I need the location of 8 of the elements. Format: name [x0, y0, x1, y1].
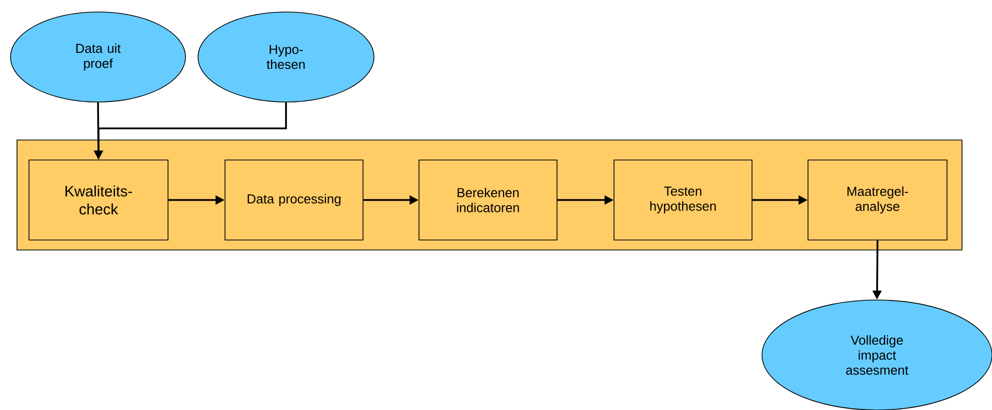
- process-box: Kwaliteits- check: [28, 160, 168, 240]
- process-box: Maatregel- analyse: [808, 160, 948, 240]
- ellipse-node: Volledige impact assesment: [762, 300, 992, 410]
- ellipse-node: Hypo- thesen: [198, 12, 374, 102]
- process-box: Testen hypothesen: [614, 160, 752, 240]
- process-box: Berekenen indicatoren: [418, 160, 558, 240]
- ellipse-node: Data uit proef: [10, 12, 186, 102]
- process-box: Data processing: [224, 160, 364, 240]
